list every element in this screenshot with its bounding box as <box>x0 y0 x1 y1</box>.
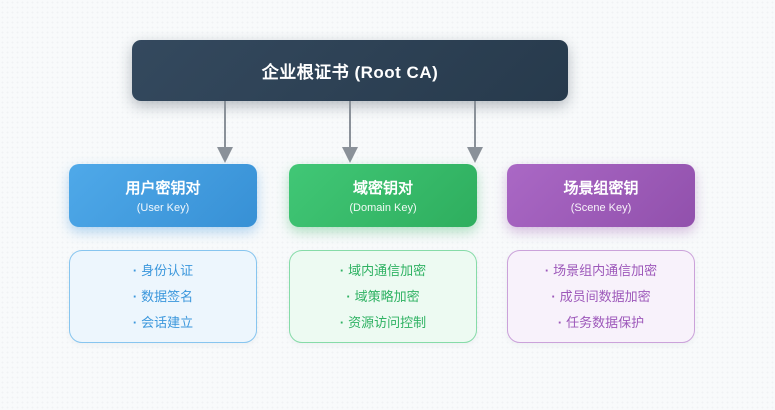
list-item-label: 任务数据保护 <box>566 314 645 330</box>
arrow-head-icon <box>217 147 233 163</box>
arrow-shaft <box>349 101 351 149</box>
list-item-label: 域策略加密 <box>354 288 420 304</box>
bullet-icon: · <box>132 314 138 330</box>
connector-arrow-right <box>467 101 483 163</box>
connector-arrow-left <box>217 101 233 163</box>
root-ca-node: 企业根证书 (Root CA) <box>132 40 568 101</box>
list-item: ·资源访问控制 <box>340 310 426 336</box>
arrow-shaft <box>474 101 476 149</box>
scene-key-node: 场景组密钥 (Scene Key) <box>507 164 695 227</box>
bullet-icon: · <box>557 314 563 330</box>
list-item-label: 资源访问控制 <box>348 314 427 330</box>
list-item: ·域内通信加密 <box>340 258 426 284</box>
list-item-label: 场景组内通信加密 <box>553 262 658 278</box>
bullet-icon: · <box>339 314 345 330</box>
user-key-title: 用户密钥对 <box>125 180 201 197</box>
list-item: ·身份认证 <box>133 258 193 284</box>
list-item: ·场景组内通信加密 <box>545 258 657 284</box>
root-ca-label: 企业根证书 (Root CA) <box>261 63 439 82</box>
arrow-head-icon <box>467 147 483 163</box>
connector-arrow-middle <box>342 101 358 163</box>
list-item: ·成员间数据加密 <box>551 284 650 310</box>
arrow-shaft <box>224 101 226 149</box>
scene-key-detail-list: ·场景组内通信加密 ·成员间数据加密 ·任务数据保护 <box>507 250 695 343</box>
domain-key-title: 域密钥对 <box>352 180 413 197</box>
bullet-icon: · <box>132 262 138 278</box>
domain-key-subtitle: (Domain Key) <box>349 202 417 214</box>
list-item-label: 数据签名 <box>141 288 194 304</box>
list-item: ·任务数据保护 <box>558 310 644 336</box>
list-item: ·数据签名 <box>133 284 193 310</box>
scene-key-title: 场景组密钥 <box>563 180 639 197</box>
bullet-icon: · <box>132 288 138 304</box>
user-key-subtitle: (User Key) <box>136 202 190 214</box>
list-item-label: 身份认证 <box>141 262 194 278</box>
bullet-icon: · <box>346 288 351 304</box>
bullet-icon: · <box>551 288 556 304</box>
domain-key-detail-list: ·域内通信加密 ·域策略加密 ·资源访问控制 <box>289 250 477 343</box>
list-item-label: 成员间数据加密 <box>559 288 651 304</box>
arrow-head-icon <box>342 147 358 163</box>
list-item: ·会话建立 <box>133 310 193 336</box>
list-item-label: 域内通信加密 <box>348 262 427 278</box>
bullet-icon: · <box>544 262 550 278</box>
bullet-icon: · <box>339 262 345 278</box>
user-key-detail-list: ·身份认证 ·数据签名 ·会话建立 <box>69 250 257 343</box>
scene-key-subtitle: (Scene Key) <box>570 202 632 214</box>
user-key-node: 用户密钥对 (User Key) <box>69 164 257 227</box>
list-item-label: 会话建立 <box>141 314 194 330</box>
domain-key-node: 域密钥对 (Domain Key) <box>289 164 477 227</box>
list-item: ·域策略加密 <box>346 284 419 310</box>
